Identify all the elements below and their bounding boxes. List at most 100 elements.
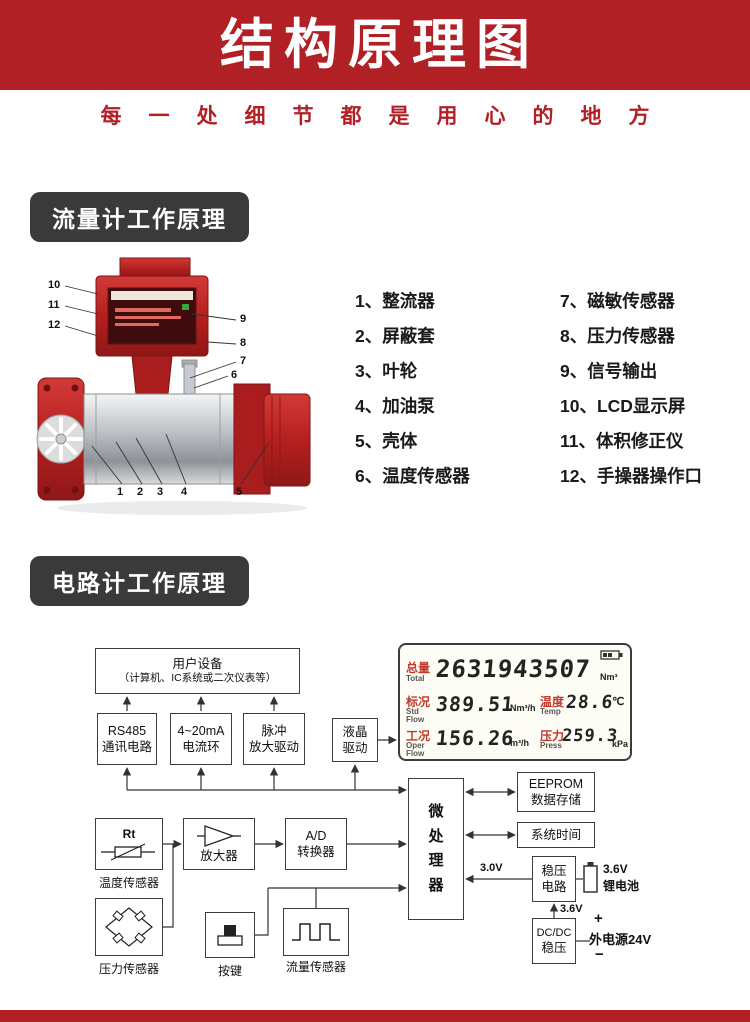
- lcd-total-en: Total: [406, 674, 425, 683]
- pulse-drive-box: 脉冲 放大驱动: [243, 713, 305, 765]
- part-item-4: 4、加油泵: [355, 396, 435, 416]
- pushbutton-symbol: [217, 925, 243, 946]
- callout-6: 6: [231, 369, 238, 381]
- lcd-oper-en2: Flow: [406, 749, 425, 758]
- lcd-press-unit: kPa: [612, 739, 629, 749]
- eeprom-line1: EEPROM: [528, 776, 584, 791]
- loop-line1: 4~20mA: [177, 723, 225, 738]
- part-item-6: 6、温度传感器: [355, 466, 470, 486]
- key-box: [205, 912, 255, 958]
- bridge-symbol: [105, 907, 153, 947]
- voltage-3v6-label: 3.6V: [560, 903, 583, 915]
- mcu-char-4: 器: [428, 876, 444, 894]
- mcu-char-2: 处: [428, 827, 444, 845]
- callout-7: 7: [240, 355, 247, 367]
- pressure-sensor-box: [95, 898, 163, 956]
- mcu-box: 微 处 理 器: [408, 778, 464, 920]
- part-item-1: 1、整流器: [355, 291, 435, 311]
- user-device-box: 用户设备 （计算机、IC系统或二次仪表等）: [95, 648, 300, 694]
- lcd-total-value: 2631943507: [434, 655, 592, 683]
- callout-1: 1: [117, 486, 124, 498]
- lcd-std-value: 389.51: [434, 692, 516, 716]
- callout-8: 8: [240, 337, 247, 349]
- regulator-box: 稳压 电路: [532, 856, 576, 902]
- flow-sensor-box: [283, 908, 349, 956]
- user-device-subtitle: （计算机、IC系统或二次仪表等）: [118, 672, 277, 685]
- pulse-wave-symbol: [292, 923, 340, 941]
- page-title: 结构原理图: [220, 15, 540, 75]
- lcd-oper-en1: Oper: [406, 741, 425, 750]
- rs485-line2: 通讯电路: [101, 740, 152, 754]
- part-item-9: 9、信号输出: [560, 361, 658, 381]
- battery-icon: [583, 862, 598, 893]
- section-label-circuit: 电路计工作原理: [30, 556, 249, 606]
- lcd-std-en2: Flow: [406, 715, 425, 724]
- part-item-10: 10、LCD显示屏: [560, 396, 686, 416]
- pulse-line1: 脉冲: [261, 723, 287, 738]
- temp-sensor-label: 温度传感器: [98, 876, 159, 890]
- system-time-box: 系统时间: [517, 822, 595, 848]
- parts-list-column-1: 1、整流器 2、屏蔽套 3、叶轮 4、加油泵 5、壳体 6、温度传感器: [355, 284, 470, 494]
- amplifier-symbol: [197, 824, 241, 847]
- header-banner: 结构原理图: [0, 0, 750, 90]
- lcd-std-en1: Std: [406, 707, 419, 716]
- ad-line2: 转换器: [297, 845, 335, 859]
- dcdc-line2: 稳压: [541, 941, 567, 956]
- callout-4: 4: [181, 486, 188, 498]
- lcd-total-unit: Nm³: [600, 672, 618, 682]
- callout-10: 10: [48, 279, 61, 291]
- lcd-oper-label: 工况: [406, 729, 431, 743]
- voltage-3v0-label: 3.0V: [480, 862, 503, 874]
- key-label: 按键: [217, 964, 242, 978]
- lcd-temp-unit: ℃: [612, 696, 625, 708]
- external-power-label: 外电源24V: [589, 932, 652, 947]
- lcd-std-label: 标况: [406, 695, 431, 709]
- lcd-press-value: 259.3: [561, 726, 620, 746]
- rs485-box: RS485 通讯电路: [97, 713, 157, 765]
- eeprom-box: EEPROM 数据存储: [517, 772, 595, 812]
- lcd-press-en: Press: [540, 741, 562, 750]
- ad-converter-box: A/D 转换器: [285, 818, 347, 870]
- footer-bar: [0, 1010, 750, 1022]
- pulse-line2: 放大驱动: [248, 740, 299, 754]
- battery-name-label: 锂电池: [603, 879, 640, 893]
- mcu-char-3: 理: [428, 852, 444, 869]
- rt-sensor-box: Rt: [95, 818, 163, 870]
- part-item-12: 12、手操器操作口: [560, 466, 702, 486]
- lcd-display-panel: 总量 Total 2631943507 Nm³ 标况 Std Flow 389.…: [398, 643, 632, 761]
- flowmeter-illustration: 10 11 12 9 8 7 6 1 2 3 4 5: [32, 246, 332, 531]
- header-subtitle: 每一处细节都是用心的地方: [100, 105, 677, 128]
- amplifier-label: 放大器: [200, 848, 238, 863]
- flow-sensor-label: 流量传感器: [285, 960, 346, 974]
- ad-line1: A/D: [305, 828, 327, 843]
- part-item-8: 8、压力传感器: [560, 326, 675, 346]
- system-time-label: 系统时间: [530, 827, 581, 842]
- callout-12: 12: [48, 319, 61, 331]
- regulator-line2: 电路: [541, 880, 567, 894]
- lcd-total-label: 总量: [406, 661, 431, 675]
- section-label-flowmeter-text: 流量计工作原理: [52, 206, 227, 232]
- regulator-line1: 稳压: [541, 863, 567, 878]
- lcd-drive-line1: 液晶: [342, 724, 368, 739]
- thermistor-symbol: [101, 843, 155, 861]
- pressure-sensor-label: 压力传感器: [98, 962, 159, 976]
- lcd-oper-value: 156.26: [434, 726, 516, 750]
- part-item-2: 2、屏蔽套: [355, 326, 435, 346]
- callout-11: 11: [48, 299, 60, 311]
- parts-list-column-2: 7、磁敏传感器 8、压力传感器 9、信号输出 10、LCD显示屏 11、体积修正…: [560, 284, 702, 494]
- lcd-oper-unit: m³/h: [510, 738, 529, 748]
- callout-3: 3: [157, 486, 164, 498]
- loop-line2: 电流环: [182, 740, 220, 754]
- part-item-11: 11、体积修正仪: [560, 431, 684, 451]
- part-item-3: 3、叶轮: [355, 361, 418, 381]
- section-label-flowmeter: 流量计工作原理: [30, 192, 249, 242]
- battery-voltage-label: 3.6V: [603, 862, 628, 876]
- lcd-battery-icon: [600, 650, 623, 660]
- lcd-std-unit: Nm³/h: [510, 703, 536, 713]
- user-device-title: 用户设备: [172, 657, 223, 672]
- amplifier-box: 放大器: [183, 818, 255, 870]
- minus-sign: −: [595, 946, 604, 963]
- plus-sign: +: [594, 910, 603, 927]
- lcd-drive-line2: 驱动: [342, 741, 368, 755]
- section-label-circuit-text: 电路计工作原理: [52, 570, 227, 596]
